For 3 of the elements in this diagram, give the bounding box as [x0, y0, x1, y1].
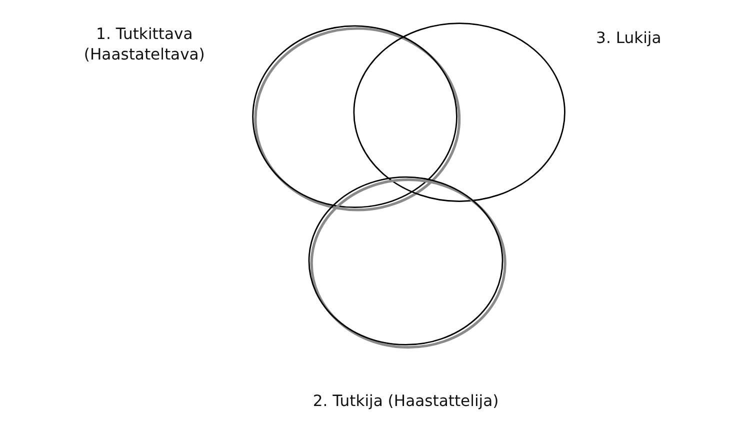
set-label: 3. Lukija	[595, 28, 662, 50]
set-label: 1. Tutkittava (Haastateltava)	[82, 24, 206, 66]
set-label: 2. Tutkija (Haastattelija)	[312, 391, 500, 412]
